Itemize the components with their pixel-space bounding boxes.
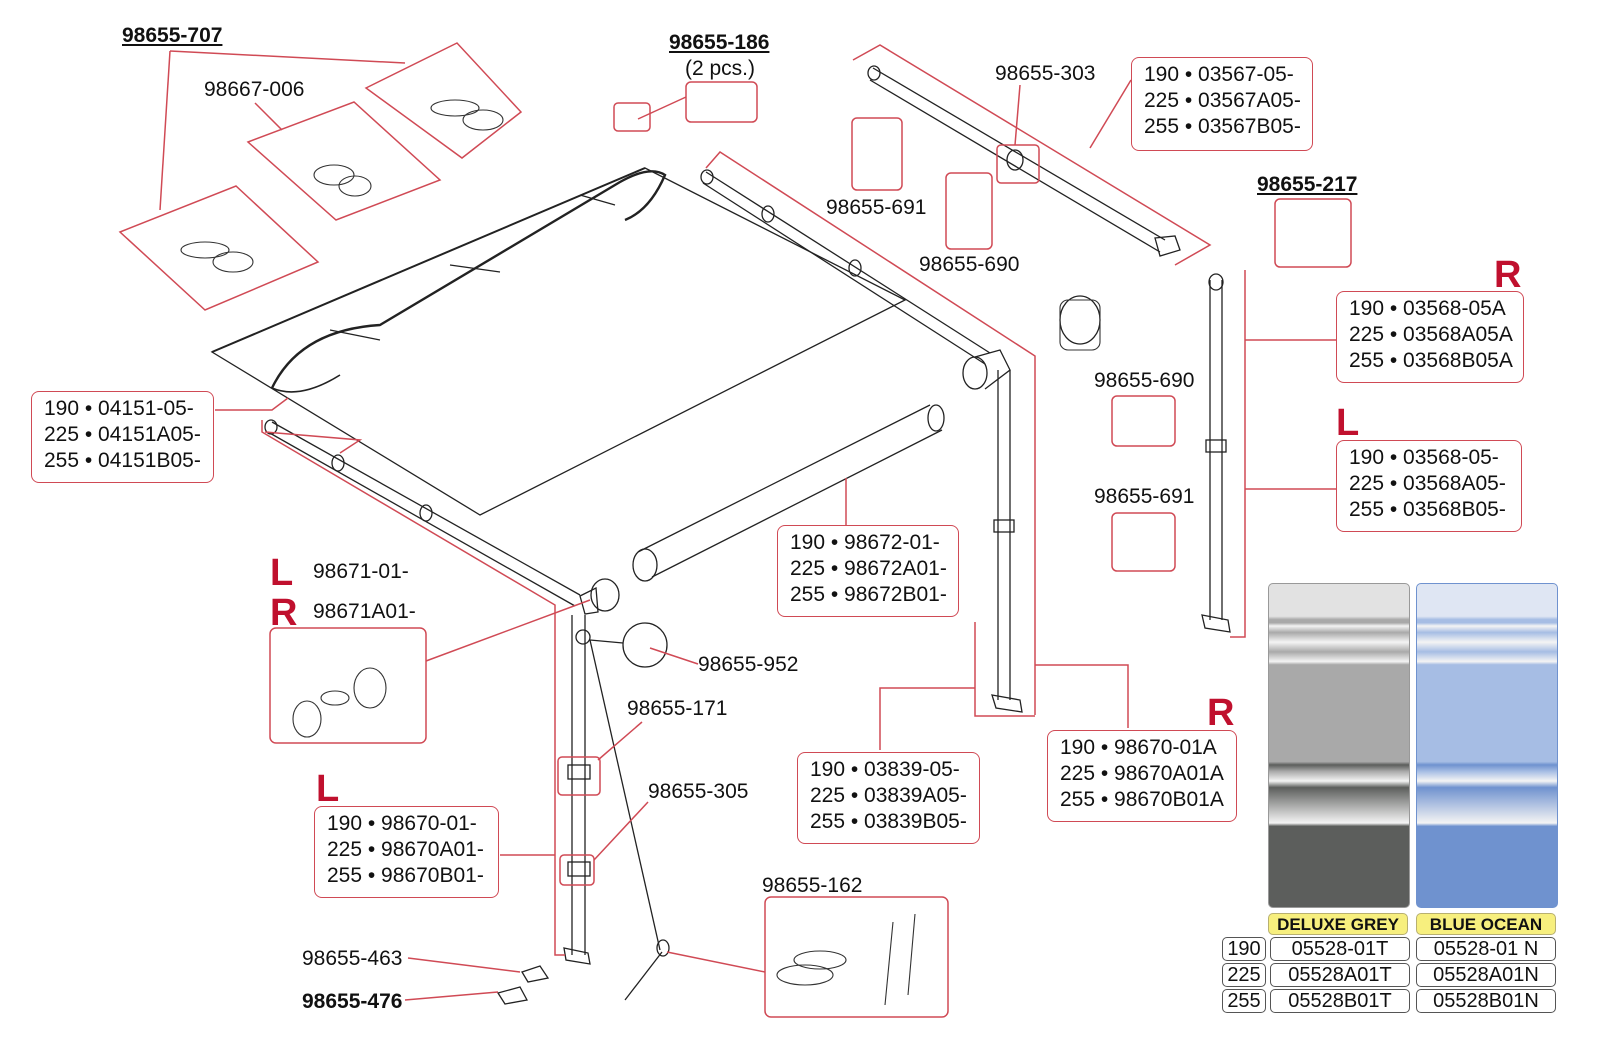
part-row: 190 • 03839-05- (810, 758, 960, 781)
end-cap-L-label: 98671-01- (313, 560, 409, 583)
end-cap-kit-icon (292, 667, 387, 738)
part-row: 190 • 03567-05- (1144, 63, 1294, 86)
side-marker-L: L (1336, 402, 1360, 444)
kit-162-label: 98655-162 (762, 874, 863, 897)
part-row: 255 • 03568B05- (1349, 498, 1506, 521)
arm-L-partbox: 190 • 03568-05- 225 • 03568A05- 255 • 03… (1336, 440, 1522, 532)
cap-691-right-label: 98655-691 (1094, 485, 1195, 508)
bracket-part-icon (180, 99, 504, 273)
fabric-code-cell: 05528A01T (1270, 963, 1410, 987)
leg-L-partbox: 190 • 98670-01- 225 • 98670A01- 255 • 98… (314, 806, 499, 898)
fabric-name-deluxe-grey: DELUXE GREY (1268, 913, 1408, 935)
part-row: 225 • 04151A05- (44, 423, 201, 446)
kit-217-label: 98655-217 (1257, 173, 1358, 196)
fabric-code-cell: 05528B01N (1416, 989, 1556, 1013)
side-marker-L: L (270, 552, 294, 594)
fabric-code-cell: 05528-01T (1270, 937, 1410, 961)
cap-690-right-label: 98655-690 (1094, 369, 1195, 392)
top-303-label: 98655-303 (995, 62, 1096, 85)
top-rafter-tube (867, 65, 1181, 257)
fabric-code-cell: 05528B01T (1270, 989, 1410, 1013)
part-row: 225 • 98672A01- (790, 557, 947, 580)
part-row: 190 • 98670-01- (327, 812, 477, 835)
side-marker-L: L (316, 768, 340, 810)
pin-detail-circle (622, 622, 668, 668)
part-row: 225 • 03568A05A (1349, 323, 1513, 346)
part-row: 225 • 03567A05- (1144, 89, 1301, 112)
front-bar-partbox: 190 • 04151-05- 225 • 04151A05- 255 • 04… (31, 391, 214, 483)
part-row: 255 • 98672B01- (790, 583, 947, 606)
left-leg (563, 615, 591, 965)
foot-463-label: 98655-463 (302, 947, 403, 970)
foot-463-part (521, 965, 550, 983)
clip-171-label: 98655-171 (627, 697, 728, 720)
swatch-deluxe-grey (1268, 583, 1410, 908)
roller-tube (632, 404, 945, 582)
arm-R-partbox: 190 • 03568-05A 225 • 03568A05A 255 • 03… (1336, 291, 1524, 383)
pin-952-label: 98655-952 (698, 653, 799, 676)
part-row: 255 • 98670B01- (327, 864, 484, 887)
right-end-cap (962, 295, 1101, 390)
end-cap-spare-icon (1059, 299, 1101, 351)
part-row: 225 • 98670A01- (327, 838, 484, 861)
cap-690-top-label: 98655-690 (919, 253, 1020, 276)
part-row: 255 • 04151B05- (44, 449, 201, 472)
fabric-code-cell: 05528-01 N (1416, 937, 1556, 961)
size-cell: 255 (1222, 989, 1266, 1013)
left-end-cap (579, 578, 620, 615)
foot-476-part (496, 986, 528, 1005)
part-row: 190 • 03568-05- (1349, 446, 1499, 469)
center-leg (991, 370, 1023, 713)
fabric-name-blue-ocean: BLUE OCEAN (1416, 913, 1556, 935)
part-row: 190 • 04151-05- (44, 397, 194, 420)
kit-186-qty: (2 pcs.) (685, 57, 756, 80)
kit-707-label: 98655-707 (122, 24, 223, 47)
swatch-blue-ocean (1416, 583, 1558, 908)
side-marker-R: R (1207, 692, 1235, 734)
stake-kit-icon (776, 913, 916, 1006)
guy-rope (589, 639, 670, 1001)
fabric-code-cell: 05528A01N (1416, 963, 1556, 987)
part-row: 190 • 03568-05A (1349, 297, 1506, 320)
part-row: 190 • 98670-01A (1060, 736, 1217, 759)
front-bar (264, 419, 581, 607)
part-row: 190 • 98672-01- (790, 531, 940, 554)
leader-lines (118, 42, 1352, 1018)
foot-476-label: 98655-476 (302, 990, 403, 1013)
awning-fabric (210, 167, 907, 516)
kit-186-label: 98655-186 (669, 31, 770, 54)
part-row: 255 • 98670B01A (1060, 788, 1224, 811)
roller-partbox: 190 • 98672-01- 225 • 98672A01- 255 • 98… (777, 525, 959, 617)
right-leg (1201, 273, 1231, 633)
part-row: 255 • 03567B05- (1144, 115, 1301, 138)
size-cell: 190 (1222, 937, 1266, 961)
part-row: 225 • 03839A05- (810, 784, 967, 807)
size-cell: 225 (1222, 963, 1266, 987)
part-row: 225 • 03568A05- (1349, 472, 1506, 495)
mid-rafter-tube (700, 169, 991, 365)
cap-691-top-label: 98655-691 (826, 196, 927, 219)
part-row: 255 • 03839B05- (810, 810, 967, 833)
leg-R-partbox: 190 • 98670-01A 225 • 98670A01A 255 • 98… (1047, 730, 1237, 822)
end-cap-R-label: 98671A01- (313, 600, 416, 623)
side-marker-R: R (1494, 254, 1522, 296)
mount-006-label: 98667-006 (204, 78, 305, 101)
clip-305-label: 98655-305 (648, 780, 749, 803)
part-row: 255 • 03568B05A (1349, 349, 1513, 372)
leg-mid-partbox: 190 • 03839-05- 225 • 03839A05- 255 • 03… (797, 752, 980, 844)
side-marker-R: R (270, 592, 298, 634)
part-row: 225 • 98670A01A (1060, 762, 1224, 785)
rafter-top-partbox: 190 • 03567-05- 225 • 03567A05- 255 • 03… (1131, 57, 1313, 151)
